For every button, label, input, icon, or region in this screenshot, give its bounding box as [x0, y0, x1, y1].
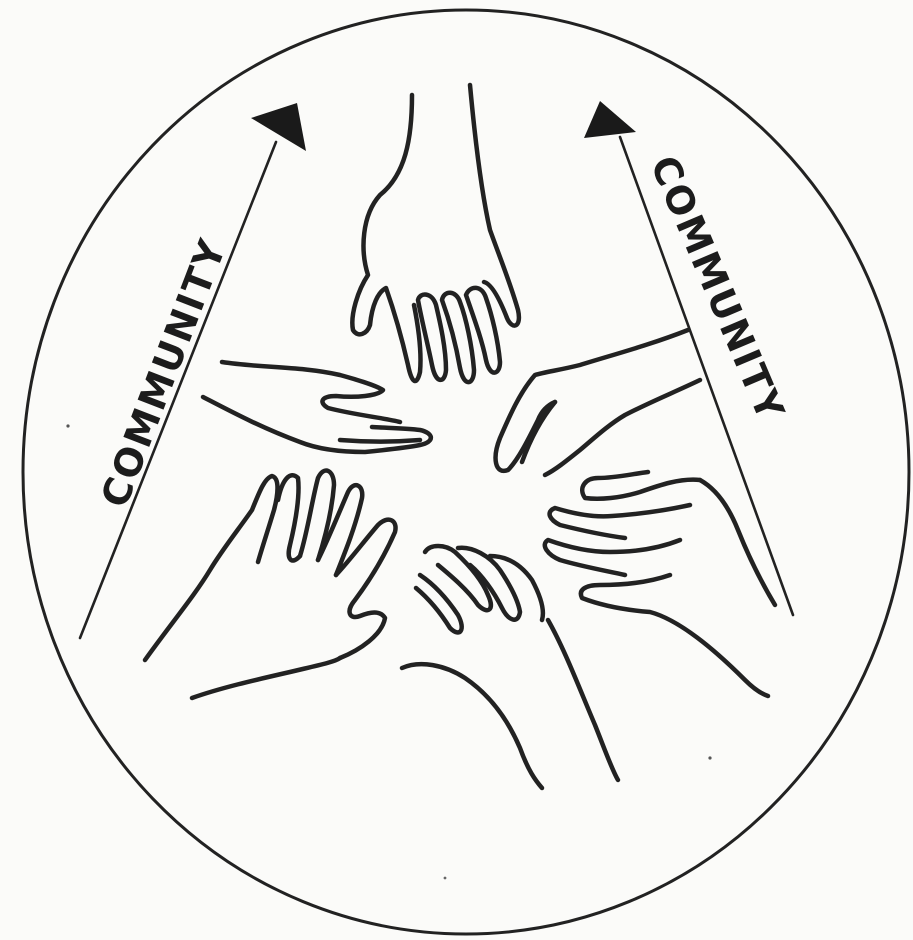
ink-speck — [444, 877, 447, 880]
ink-speck — [708, 756, 711, 759]
ink-speck — [66, 424, 69, 427]
